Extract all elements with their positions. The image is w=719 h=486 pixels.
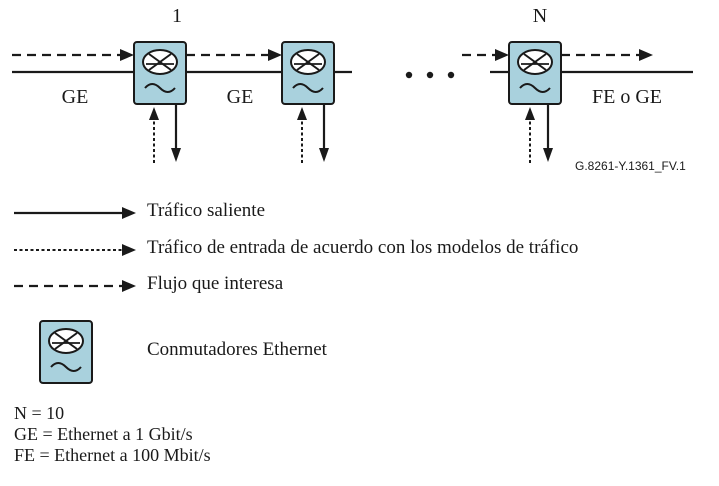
legend-dotted-arrow	[14, 244, 136, 256]
ethernet-switch-icon	[133, 41, 187, 105]
flow-of-interest	[12, 49, 653, 61]
note-fe: FE = Ethernet a 100 Mbit/s	[14, 445, 211, 465]
legend-switch-icon	[39, 320, 93, 384]
link-label-ge-left: GE	[62, 86, 89, 108]
link-label-fe-ge: FE o GE	[592, 86, 662, 108]
note-ge: GE = Ethernet a 1 Gbit/s	[14, 424, 193, 444]
ellipsis-icon	[405, 71, 455, 79]
figure-id: G.8261-Y.1361_FV.1	[575, 159, 686, 173]
notes: N = 10 GE = Ethernet a 1 Gbit/s FE = Eth…	[14, 403, 211, 466]
switch-1-io	[149, 104, 181, 163]
ethernet-switch-icon	[508, 41, 562, 105]
switch-n-io	[525, 104, 553, 163]
link-label-ge-middle: GE	[227, 86, 254, 108]
note-n: N = 10	[14, 403, 65, 423]
switch-2-io	[297, 104, 329, 163]
legend-input-traffic: Tráfico de entrada de acuerdo con los mo…	[147, 237, 579, 258]
switch-label-first: 1	[172, 5, 182, 27]
legend-dashed-arrow	[14, 280, 136, 292]
ethernet-switch-icon	[281, 41, 335, 105]
legend-solid-arrow	[14, 207, 136, 219]
switch-label-last: N	[533, 5, 547, 27]
legend-switches: Conmutadores Ethernet	[147, 339, 327, 360]
legend-flow-of-interest: Flujo que interesa	[147, 273, 284, 294]
legend-outgoing-traffic: Tráfico saliente	[147, 200, 266, 221]
